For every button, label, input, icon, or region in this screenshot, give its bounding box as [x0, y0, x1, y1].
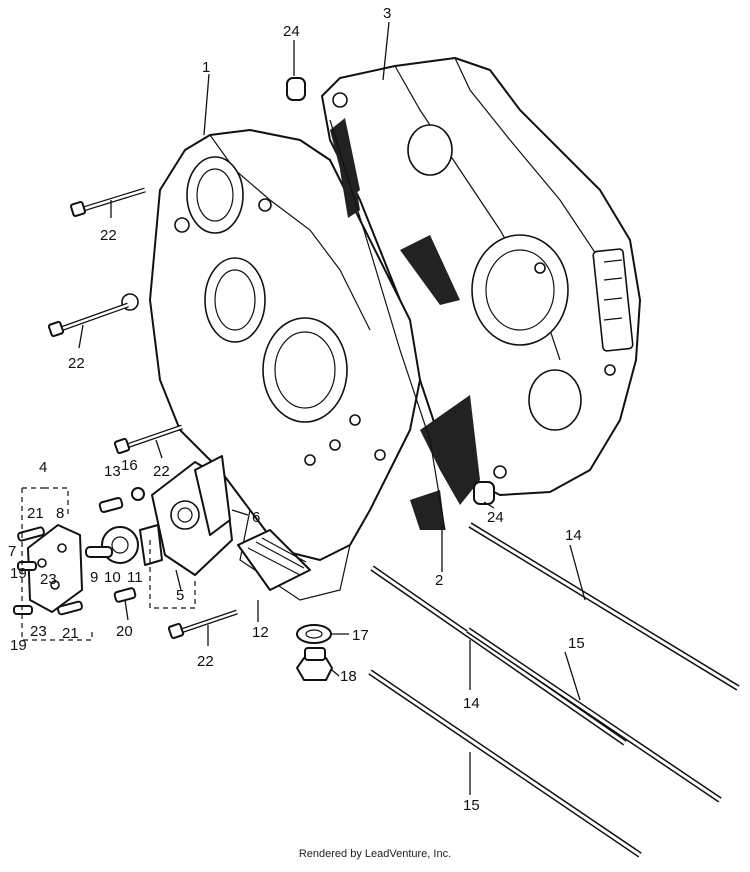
callout-5: 5 [176, 587, 184, 604]
callout-21-upper: 21 [27, 505, 44, 522]
callout-10: 10 [104, 569, 121, 586]
callout-19-upper: 19 [10, 565, 27, 582]
oil-pump-body [151, 455, 233, 576]
callout-22-middle: 22 [68, 355, 85, 372]
callout-7: 7 [8, 543, 16, 560]
bolt-22-lower [167, 609, 238, 640]
callout-19-lower: 19 [10, 637, 27, 654]
footer-credit: Rendered by LeadVenture, Inc. [298, 848, 452, 860]
right-crankcase-half [321, 57, 641, 505]
bolt-22-oilpump [113, 424, 183, 455]
callout-20: 20 [116, 623, 133, 640]
oil-pump-rotors [101, 524, 163, 566]
callout-21-lower: 21 [62, 625, 79, 642]
small-screws [13, 487, 145, 616]
callout-1: 1 [202, 59, 210, 76]
callout-14-lower: 14 [463, 695, 480, 712]
callout-18: 18 [340, 668, 357, 685]
callout-22-lower: 22 [197, 653, 214, 670]
callout-11: 11 [127, 569, 143, 586]
crankcase-gasket [329, 119, 446, 531]
callout-17: 17 [352, 627, 369, 644]
left-crankcase-half [121, 129, 445, 601]
leader-lines [78, 21, 586, 795]
callout-16: 16 [121, 457, 138, 474]
callout-22-upper: 22 [100, 227, 117, 244]
callout-23-upper: 23 [40, 571, 57, 588]
group-bracket-5 [149, 540, 196, 609]
callout-4: 4 [39, 459, 47, 476]
bolt-22-middle [47, 302, 129, 338]
dowel-pin-bottom [473, 481, 495, 505]
callout-2: 2 [435, 572, 443, 589]
callout-15-lower: 15 [463, 797, 480, 814]
oil-pump-shaft [85, 546, 113, 558]
callout-14-upper: 14 [565, 527, 582, 544]
group-bracket-4 [21, 487, 93, 641]
callout-12: 12 [252, 624, 269, 641]
stud-bolt-15-lower [368, 669, 642, 858]
drain-plug [296, 647, 333, 681]
callout-24-lower: 24 [487, 509, 504, 526]
callout-labels: 1 2 3 4 5 6 7 8 9 10 11 12 13 14 14 15 1… [8, 5, 585, 814]
bolt-22-upper [70, 187, 146, 217]
drain-washer [296, 624, 332, 644]
callout-6: 6 [252, 509, 260, 526]
stud-bolt-14-upper [468, 522, 740, 691]
callout-24-upper: 24 [283, 23, 300, 40]
callout-13: 13 [104, 463, 121, 480]
dowel-pin-top [286, 77, 306, 101]
callout-3: 3 [383, 5, 391, 22]
stud-bolt-15-upper [370, 565, 627, 746]
callout-15-upper: 15 [568, 635, 585, 652]
callout-8: 8 [56, 505, 64, 522]
stud-bolt-14-lower [466, 627, 722, 803]
callout-22-oilpump: 22 [153, 463, 170, 480]
callout-23-lower: 23 [30, 623, 47, 640]
oil-pump-cover [27, 524, 83, 613]
callout-9: 9 [90, 569, 98, 586]
